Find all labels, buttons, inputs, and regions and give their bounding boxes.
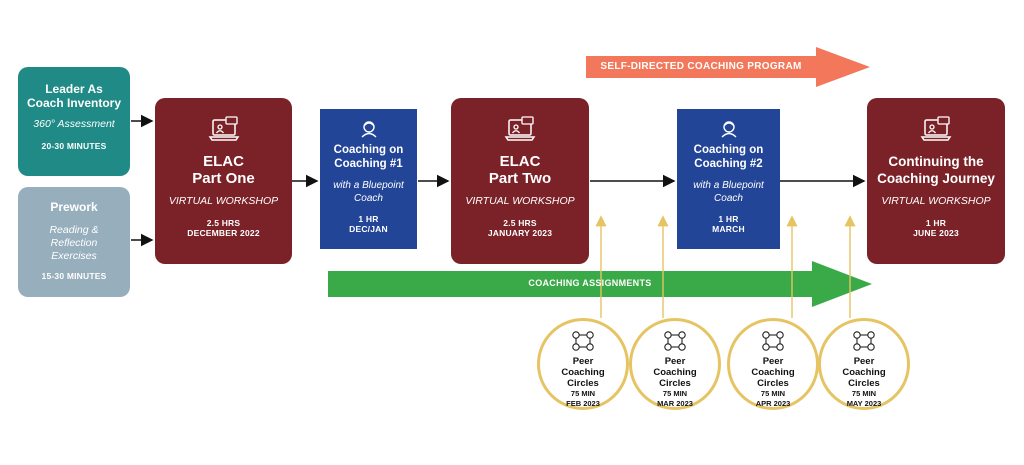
elac-part-two-title-line2: Part Two [488, 170, 552, 187]
prework-duration: 15-30 MINUTES [41, 271, 107, 281]
coaching-two-date: MARCH [712, 224, 745, 234]
peer-circle-date: MAY 2023 [846, 399, 882, 408]
coaching-one-duration: 1 HR [358, 214, 379, 224]
inventory-duration: 20-30 MINUTES [41, 141, 107, 151]
peer-circle-apr: Peer Coaching Circles 75 MIN APR 2023 [727, 318, 819, 410]
inventory-subtitle: 360° Assessment [33, 118, 115, 130]
elac-part-one-title-line2: Part One [192, 170, 255, 187]
inventory-title: Leader As Coach Inventory [26, 82, 122, 110]
elac-part-one-subtitle: VIRTUAL WORKSHOP [168, 195, 279, 207]
continuing-journey-subtitle: VIRTUAL WORKSHOP [881, 195, 991, 207]
laptop-chat-icon [504, 116, 536, 141]
coaching-assignments-label: COACHING ASSIGNMENTS [528, 278, 652, 288]
continuing-journey-date: JUNE 2023 [913, 228, 959, 238]
peer-circle-mar: Peer Coaching Circles 75 MIN MAR 2023 [629, 318, 721, 410]
peer-circle-duration: 75 MIN [851, 389, 877, 398]
coaching-one-title: Coaching on Coaching #1 [333, 144, 404, 170]
peer-circle-title: Peer Coaching Circles [653, 356, 697, 389]
elac-part-one-date: DECEMBER 2022 [187, 228, 260, 238]
group-circle-icon [572, 331, 594, 351]
elac-part-two-box: ELAC Part Two VIRTUAL WORKSHOP 2.5 HRS J… [451, 98, 589, 264]
coaching-one-subtitle: with a Bluepoint Coach [333, 180, 404, 204]
peer-circle-title: Peer Coaching Circles [561, 356, 605, 389]
peer-circle-feb: Peer Coaching Circles 75 MIN FEB 2023 [537, 318, 629, 410]
person-icon [361, 121, 376, 138]
coaching-two-subtitle: with a Bluepoint Coach [693, 180, 764, 204]
elac-part-two-subtitle: VIRTUAL WORKSHOP [465, 195, 575, 207]
coaching-one-date: DEC/JAN [349, 224, 388, 234]
continuing-journey-box: Continuing the Coaching Journey VIRTUAL … [867, 98, 1005, 264]
peer-circle-duration: 75 MIN [662, 389, 688, 398]
person-icon [721, 121, 736, 138]
self-directed-banner-arrow [586, 47, 870, 87]
continuing-journey-duration: 1 HR [925, 218, 947, 228]
coaching-assignments-banner-arrow [328, 261, 872, 307]
coaching-two-title: Coaching on Coaching #2 [693, 144, 764, 170]
prework-subtitle: Reading & Reflection Exercises [49, 224, 99, 262]
elac-part-one-box: ELAC Part One VIRTUAL WORKSHOP 2.5 HRS D… [155, 98, 292, 264]
coaching-two-box: Coaching on Coaching #2 with a Bluepoint… [677, 109, 780, 249]
elac-part-two-date: JANUARY 2023 [487, 228, 553, 238]
peer-circle-duration: 75 MIN [760, 389, 786, 398]
laptop-chat-icon [208, 116, 239, 141]
peer-circle-title: Peer Coaching Circles [751, 356, 795, 389]
group-circle-icon [664, 331, 686, 351]
peer-circle-title: Peer Coaching Circles [842, 356, 886, 389]
self-directed-label: SELF-DIRECTED COACHING PROGRAM [600, 61, 802, 72]
peer-circle-date: APR 2023 [755, 399, 791, 408]
laptop-chat-icon [920, 116, 952, 141]
peer-circle-date: FEB 2023 [566, 399, 600, 408]
coaching-two-duration: 1 HR [718, 214, 739, 224]
inventory-box: Leader As Coach Inventory 360° Assessmen… [18, 67, 130, 176]
coaching-one-box: Coaching on Coaching #1 with a Bluepoint… [320, 109, 417, 249]
peer-circle-may: Peer Coaching Circles 75 MIN MAY 2023 [818, 318, 910, 410]
elac-part-two-title-line1: ELAC [499, 153, 541, 170]
group-circle-icon [853, 331, 875, 351]
elac-part-one-title-line1: ELAC [203, 153, 244, 170]
continuing-journey-title: Continuing the Coaching Journey [877, 154, 995, 186]
elac-part-two-duration: 2.5 HRS [503, 218, 537, 228]
group-circle-icon [762, 331, 784, 351]
prework-box: Prework Reading & Reflection Exercises 1… [18, 187, 130, 297]
prework-title: Prework [50, 200, 98, 214]
peer-circle-duration: 75 MIN [570, 389, 596, 398]
peer-circle-date: MAR 2023 [657, 399, 693, 408]
elac-part-one-duration: 2.5 HRS [206, 218, 241, 228]
